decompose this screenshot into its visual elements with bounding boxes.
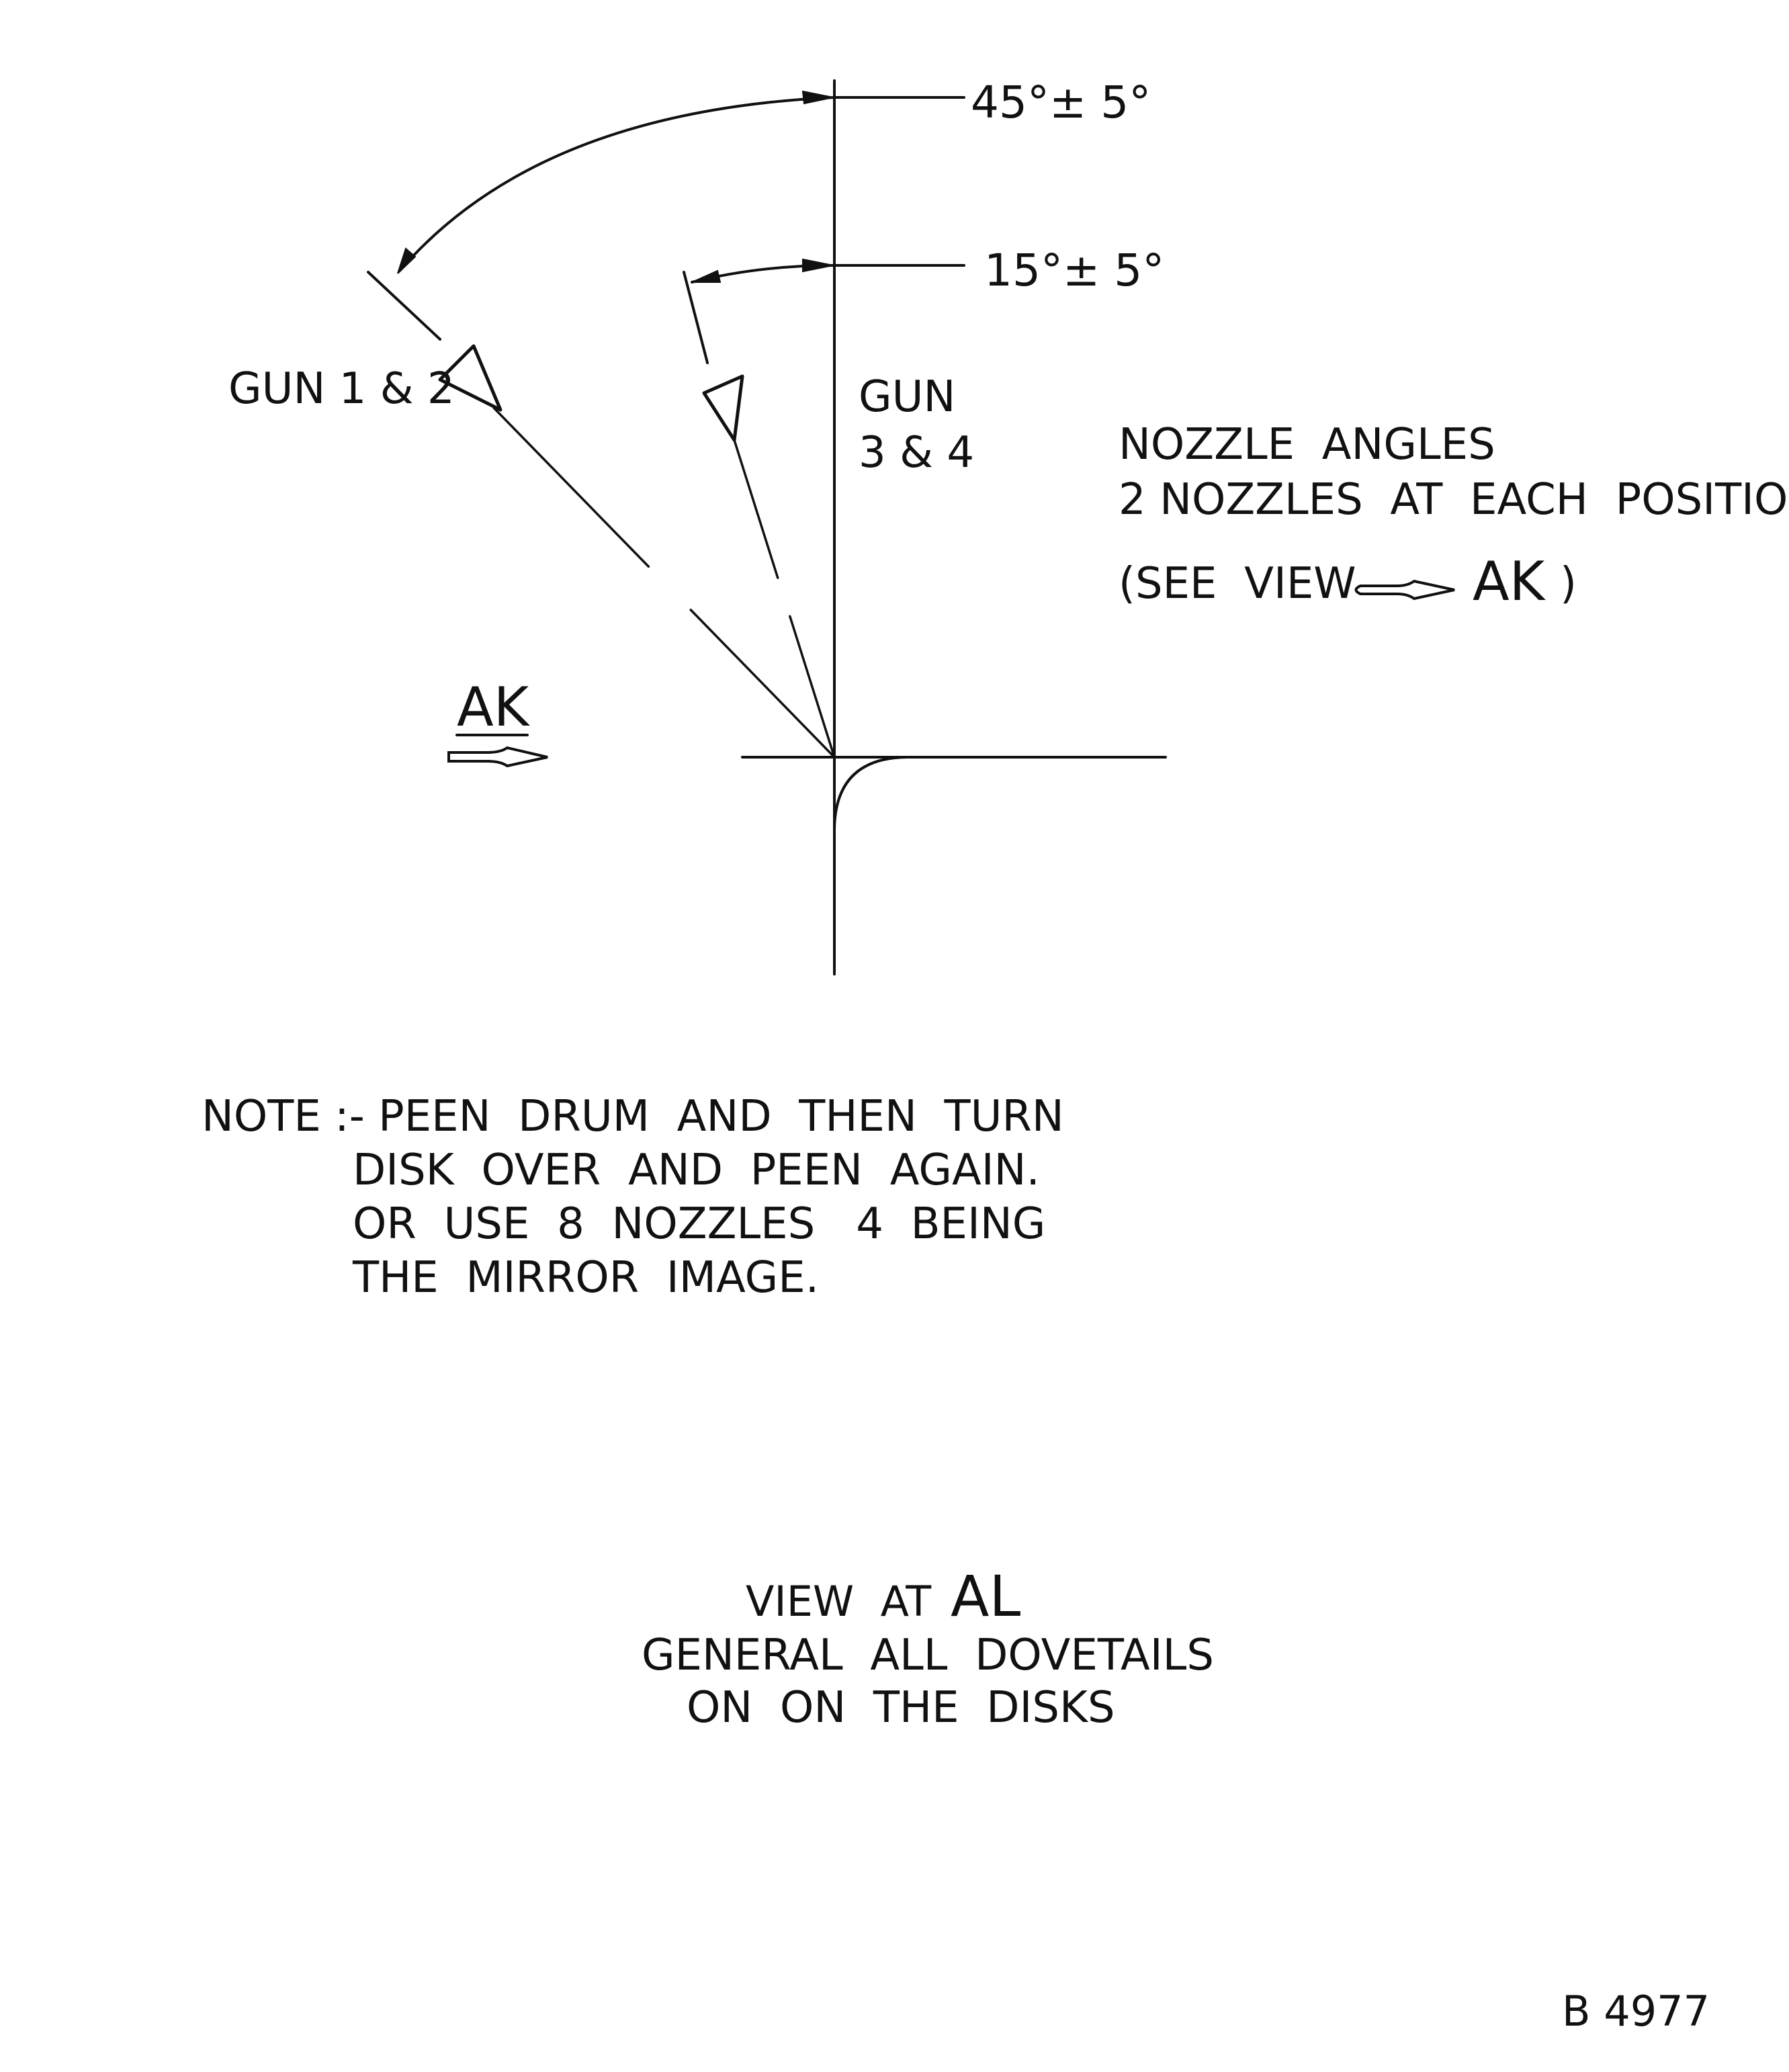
view-direction-arrow-icon xyxy=(447,746,548,768)
nozzles-per-position-text: 2 NOZZLES AT EACH POSITION xyxy=(1119,475,1789,525)
gun-3-4-extension-line xyxy=(683,271,709,364)
fillet-radius-curve xyxy=(833,756,910,832)
view-title-line-3: ON ON THE DISKS xyxy=(687,1683,1115,1733)
inner-arc-arrowhead-left xyxy=(691,269,722,283)
view-title-ref: AL xyxy=(951,1563,1020,1629)
gun-3-4-label-line1: GUN xyxy=(859,372,955,422)
note-line-3: OR USE 8 NOZZLES 4 BEING xyxy=(353,1199,1045,1249)
gun-3-4-center-line xyxy=(733,439,836,759)
see-view-arrow-icon xyxy=(1354,579,1455,601)
outer-angle-label: 45°± 5° xyxy=(971,77,1151,128)
note-line-4: THE MIRROR IMAGE. xyxy=(352,1253,819,1303)
note-line-2: DISK OVER AND PEEN AGAIN. xyxy=(353,1146,1040,1195)
gun-1-2-center-line xyxy=(492,406,836,759)
see-view-suffix: ) xyxy=(1560,559,1577,609)
outer-arc-arrowhead-left xyxy=(397,247,417,274)
see-view-prefix: (SEE VIEW xyxy=(1119,559,1356,609)
outer-arc-arrowhead-right xyxy=(801,90,834,105)
note-line-1: NOTE :- PEEN DRUM AND THEN TURN xyxy=(202,1092,1064,1141)
inner-angle-label: 15°± 5° xyxy=(984,245,1164,296)
drawing-number: B 4977 xyxy=(1562,1987,1710,2036)
gun-3-4-nozzle-icon xyxy=(702,374,744,442)
gun-1-2-label: GUN 1 & 2 xyxy=(228,364,455,414)
view-marker-label: AK xyxy=(457,676,531,738)
gun-3-4-label-line2: 3 & 4 xyxy=(859,428,974,478)
see-view-ref: AK xyxy=(1473,550,1546,613)
outer-angle-dimension-arc xyxy=(398,96,836,272)
view-title-line-2: GENERAL ALL DOVETAILS xyxy=(642,1631,1214,1680)
nozzle-angles-heading: NOZZLE ANGLES xyxy=(1119,420,1495,470)
gun-1-2-nozzle-icon xyxy=(438,344,503,412)
view-title-prefix: VIEW AT xyxy=(746,1577,932,1626)
inner-arc-arrowhead-right xyxy=(802,258,834,273)
gun-1-2-extension-line xyxy=(367,271,441,341)
